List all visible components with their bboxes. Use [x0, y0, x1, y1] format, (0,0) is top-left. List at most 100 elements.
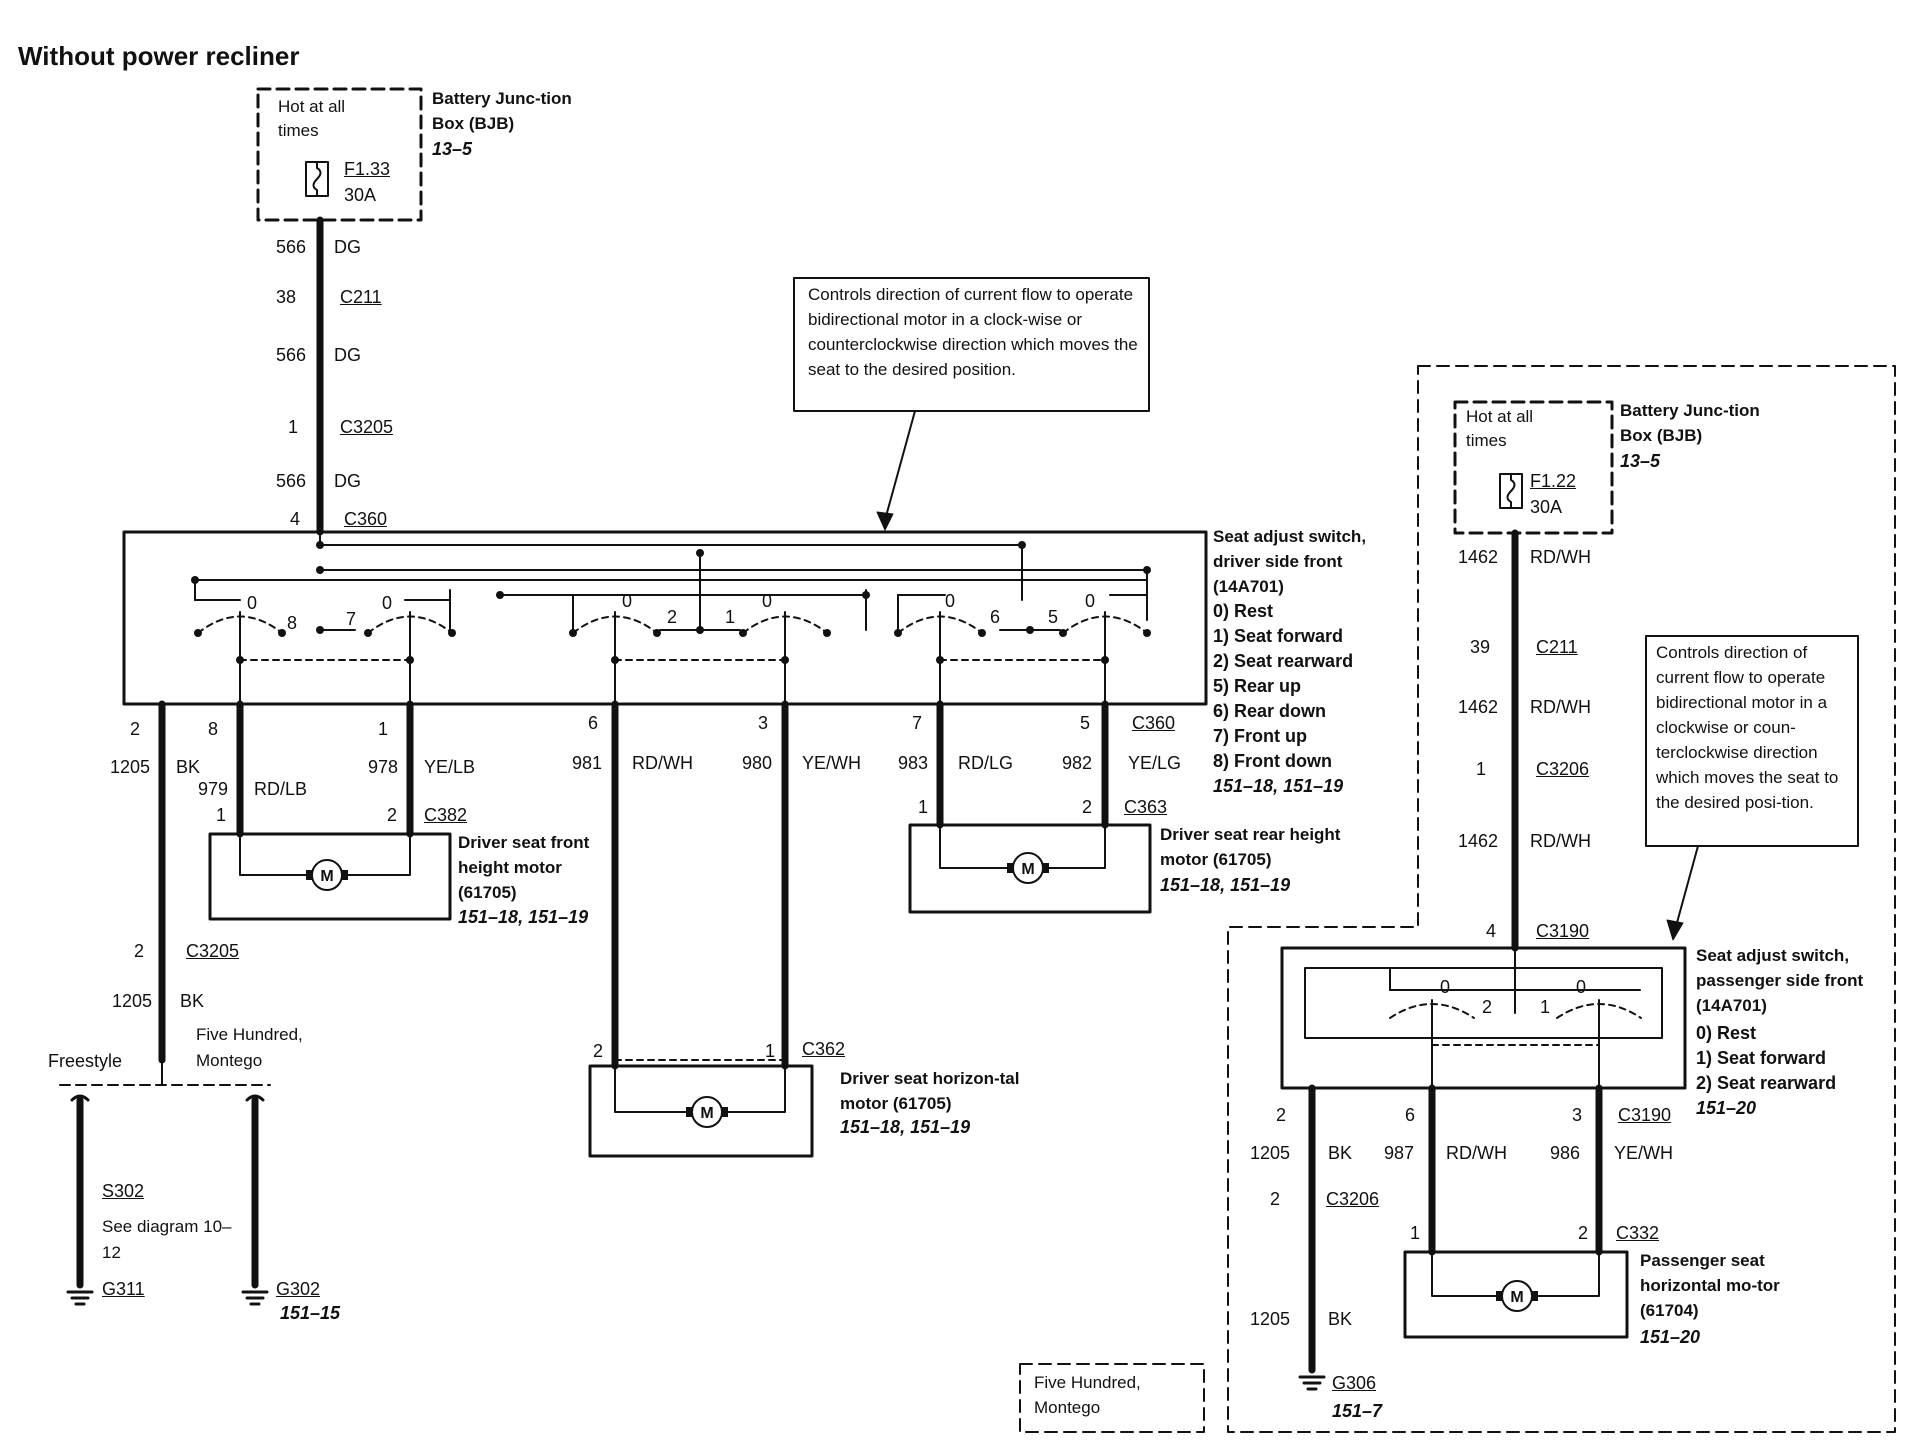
feed-pin-6: 4 [289, 509, 300, 529]
ground-circuit: 1205 [111, 991, 152, 1011]
pfeed-label-3: RD/WH [1530, 697, 1591, 717]
horizontal-motor-box [588, 1064, 814, 1158]
pfeed-label-4: C3206 [1536, 759, 1590, 779]
pcirc-rdwh: RD/WH [1446, 1143, 1507, 1163]
pmotor-pin2: 2 [1578, 1223, 1589, 1243]
feed-label-1: DG [334, 237, 361, 257]
ground-g302: G302 [276, 1279, 321, 1299]
branch-freestyle: Freestyle [48, 1051, 123, 1071]
feed-pin-5: 566 [275, 471, 306, 491]
circ-1205: 1205 [109, 757, 150, 777]
front-motor-name: Driver seat front height motor (61705) [458, 833, 590, 902]
circ-yewh: YE/WH [802, 753, 862, 773]
svg-text:M: M [1510, 1289, 1523, 1306]
circ-982: 982 [1061, 753, 1092, 773]
branch-other: Five Hundred, Montego [196, 1025, 303, 1070]
left-fuse-element [312, 161, 322, 197]
out-pin-5: 5 [1080, 713, 1091, 733]
horiz-motor-pin2: 2 [593, 1041, 604, 1061]
svg-text:M: M [1021, 861, 1034, 878]
ground-g306-ref: 151–7 [1332, 1401, 1383, 1421]
rear-motor-pin1: 1 [918, 797, 929, 817]
pfeed-pin-6: 4 [1485, 921, 1496, 941]
legend-box [1019, 1363, 1205, 1433]
pcirc-1205: 1205 [1249, 1143, 1290, 1163]
contact-5: 5 [1048, 607, 1059, 627]
driver-pos-5: 5) Rear up [1213, 676, 1302, 696]
pground-pin: 2 [1270, 1189, 1281, 1209]
feed-label-4: C3205 [340, 417, 394, 437]
pfeed-label-5: RD/WH [1530, 831, 1591, 851]
passenger-pos-2: 2) Seat rearward [1696, 1073, 1837, 1093]
contact-0b: 0 [382, 593, 393, 613]
pfeed-pin-3: 1462 [1457, 697, 1498, 717]
circ-rdlg: RD/LG [958, 753, 1014, 773]
page-title: Without power recliner [18, 41, 300, 71]
horiz-motor-pin1: 1 [765, 1041, 776, 1061]
pcirc-yewh: YE/WH [1614, 1143, 1674, 1163]
left-bjb-box [256, 87, 423, 222]
feed-pin-2: 38 [275, 287, 296, 307]
ground-g311: G311 [102, 1279, 145, 1299]
contact-7: 7 [346, 609, 357, 629]
circ-yelg: YE/LG [1128, 753, 1182, 773]
pcirc-986: 986 [1549, 1143, 1580, 1163]
feed-pin-1: 566 [275, 237, 306, 257]
passenger-motor-box [1403, 1250, 1629, 1339]
passenger-switch-title: Seat adjust switch, passenger side front… [1696, 946, 1864, 1015]
pcirc-987: 987 [1383, 1143, 1414, 1163]
circ-bk: BK [176, 757, 201, 777]
contact-0c: 0 [622, 591, 633, 611]
right-bjb-ref: 13–5 [1620, 451, 1661, 471]
rear-motor-name: Driver seat rear height motor (61705) [1160, 825, 1341, 869]
driver-pos-2: 2) Seat rearward [1213, 651, 1354, 671]
svg-text:M: M [320, 868, 333, 885]
out-pin-1: 1 [378, 719, 389, 739]
front-motor-ref: 151–18, 151–19 [458, 907, 589, 927]
right-bjb-name: Battery Junc-tion Box (BJB) [1620, 401, 1760, 445]
horiz-motor-ref: 151–18, 151–19 [840, 1117, 971, 1137]
contact-0d: 0 [762, 591, 773, 611]
pground-conn: C3206 [1326, 1189, 1380, 1209]
left-bjb-ref: 13–5 [432, 139, 473, 159]
left-bjb-name: Battery Junc-tion Box (BJB) [432, 89, 572, 133]
contact-2: 2 [667, 607, 678, 627]
pfeed-pin-4: 1 [1475, 759, 1486, 779]
pmotor-pin1: 1 [1410, 1223, 1421, 1243]
pcontact-0a: 0 [1440, 977, 1451, 997]
passenger-pos-0: 0) Rest [1696, 1023, 1757, 1043]
front-motor-connector: C382 [424, 805, 468, 825]
circ-979: 979 [197, 779, 228, 799]
passenger-callout-text: Controls direction of current flow to op… [1656, 643, 1839, 812]
left-fuse-label: F1.33 [344, 159, 391, 179]
pfeed-pin-5: 1462 [1457, 831, 1498, 851]
rear-motor-ref: 151–18, 151–19 [1160, 875, 1291, 895]
out-pin-2: 2 [130, 719, 141, 739]
right-bjb-hot: Hot at all times [1466, 407, 1534, 450]
pground-circuit: 1205 [1249, 1309, 1290, 1329]
passenger-callout-box [1645, 635, 1859, 847]
front-motor-pin2: 2 [387, 805, 398, 825]
circ-978: 978 [367, 757, 398, 777]
driver-switch-ref: 151–18, 151–19 [1213, 776, 1344, 796]
horiz-motor-connector: C362 [802, 1039, 846, 1059]
ground-connector: C3205 [186, 941, 240, 961]
out-pin-6: 6 [588, 713, 599, 733]
driver-pos-0: 0) Rest [1213, 601, 1274, 621]
feed-label-6: C360 [344, 509, 388, 529]
circ-rdlb: RD/LB [254, 779, 308, 799]
rear-motor-pin2: 2 [1082, 797, 1093, 817]
svg-text:M: M [700, 1105, 713, 1122]
passenger-switch-box [1280, 946, 1687, 1090]
right-fuse-label: F1.22 [1530, 471, 1577, 491]
circ-980: 980 [741, 753, 772, 773]
circ-rdwh: RD/WH [632, 753, 693, 773]
pcontact-1: 1 [1540, 997, 1551, 1017]
horiz-motor-name: Driver seat horizon-tal motor (61705) [840, 1069, 1020, 1113]
driver-pos-6: 6) Rear down [1213, 701, 1327, 721]
pfeed-pin-2: 39 [1469, 637, 1490, 657]
feed-label-2: C211 [340, 287, 382, 307]
right-fuse-amps: 30A [1530, 497, 1563, 517]
driver-pos-7: 7) Front up [1213, 726, 1307, 746]
